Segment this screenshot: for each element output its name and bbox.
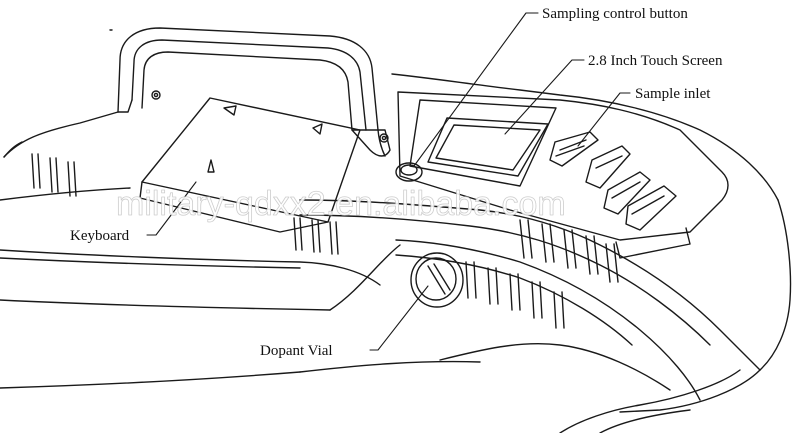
leader-keyboard (146, 181, 197, 236)
keyboard-panel (139, 97, 361, 233)
leader-dopant-vial (369, 285, 429, 351)
vent-slots-middle (293, 217, 339, 255)
control-console (397, 91, 729, 259)
inlet-slots (585, 145, 677, 231)
sampling-control-button (395, 162, 423, 182)
label-dopant-vial: Dopant Vial (260, 343, 333, 359)
leader-sample-inlet (577, 92, 631, 147)
vent-slots-top-right (519, 219, 619, 283)
leader-touch-screen (504, 59, 585, 135)
vent-slots-left (31, 153, 77, 197)
dopant-vial (410, 252, 464, 308)
callout-labels: Sampling control button 2.8 Inch Touch S… (70, 6, 723, 359)
leader-lines (146, 12, 631, 351)
label-sample-inlet: Sample inlet (635, 86, 711, 102)
label-touch-screen: 2.8 Inch Touch Screen (588, 53, 723, 69)
vent-slots-lower-right (465, 261, 565, 329)
device-body (0, 29, 792, 434)
watermark-text: military-qdxx2.en.alibaba.com (116, 185, 566, 223)
label-keyboard: Keyboard (70, 228, 130, 244)
carry-handle (117, 27, 391, 157)
label-sampling-control-button: Sampling control button (542, 6, 688, 22)
sample-inlet (549, 131, 599, 167)
touch-screen (427, 117, 549, 177)
leader-sampling-button (413, 12, 539, 167)
